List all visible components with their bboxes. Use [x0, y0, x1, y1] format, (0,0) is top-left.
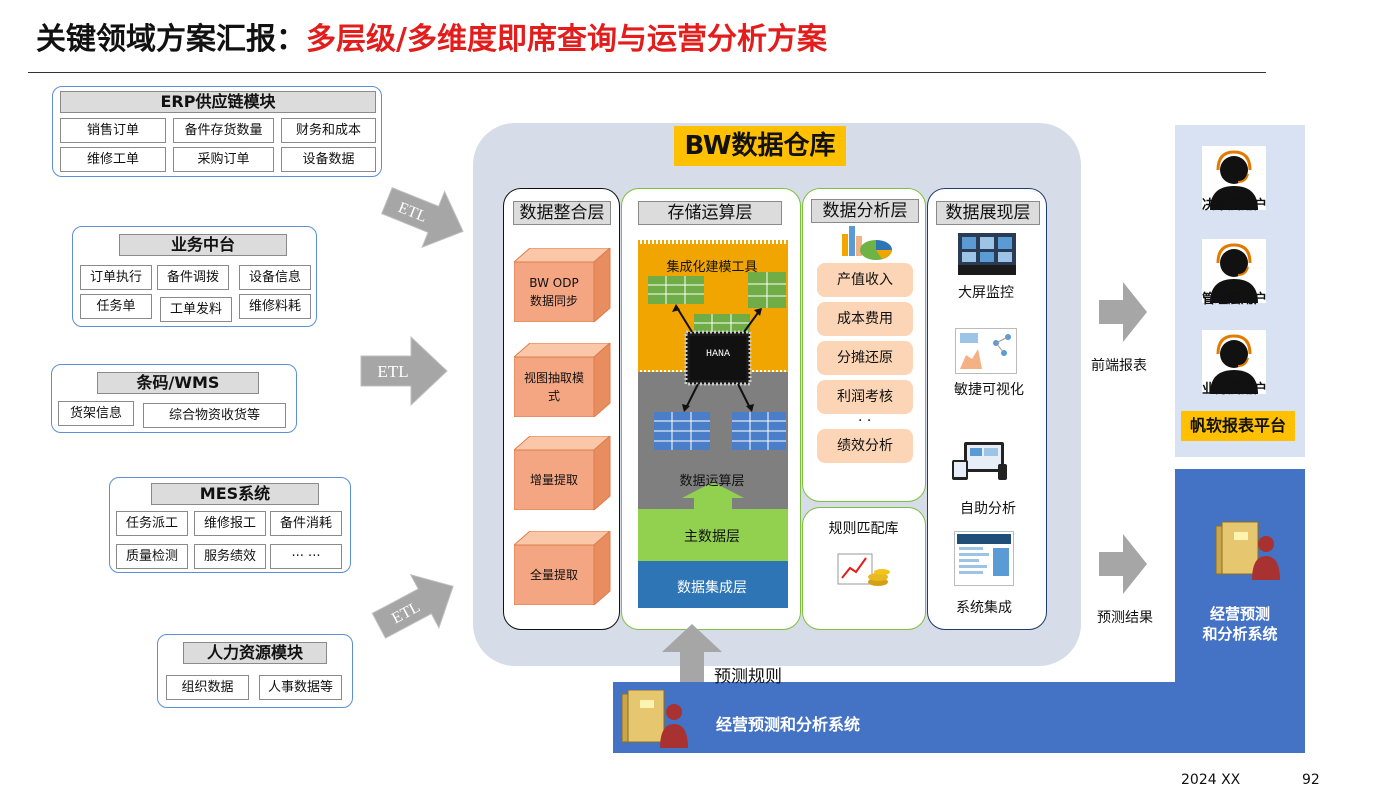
- forecast-result-arrow: [1099, 534, 1147, 594]
- title-main: 多层级/多维度即席查询与运营分析方案: [306, 22, 827, 57]
- integration-layer-title: 数据整合层: [513, 201, 611, 225]
- display-item: 系统集成: [956, 600, 1012, 616]
- cube-full-extract: 全量提取: [514, 531, 612, 605]
- erp-cell: 设备数据: [281, 147, 376, 172]
- mes-cell: 备件消耗: [270, 511, 342, 536]
- user-headset-icon: [1202, 239, 1266, 303]
- mes-module-title: MES系统: [151, 483, 319, 505]
- footer-date: 2024 XX: [1181, 772, 1241, 788]
- master-data-layer-label: 主数据层: [684, 529, 740, 545]
- etl-label: ETL: [377, 362, 408, 381]
- middle-platform-cell: 订单执行: [80, 265, 152, 290]
- hr-module-title: 人力资源模块: [183, 642, 327, 664]
- storage-compute-graphic: 集成化建模工具 HANA 数据运算层 主数据层 数据集成层: [636, 238, 788, 608]
- cube-odp-sync: BW ODP 数据同步: [514, 248, 612, 322]
- cube-incremental-extract: 增量提取: [514, 436, 612, 510]
- analysis-item: 绩效分析: [817, 429, 913, 463]
- hr-module: 人力资源模块 组织数据 人事数据等: [157, 634, 353, 708]
- analysis-ellipsis: · ·: [858, 413, 872, 429]
- agile-visualization-icon: [955, 328, 1017, 374]
- modeling-tool-label: 集成化建模工具: [666, 260, 758, 275]
- storage-compute-title: 存储运算层: [638, 201, 782, 225]
- user-headset-icon: [1202, 330, 1266, 394]
- big-screen-monitor-icon: [958, 233, 1016, 275]
- cube-view-extract: 视图抽取模 式: [514, 343, 612, 417]
- wms-cell: 综合物资收货等: [143, 403, 286, 428]
- mes-module: MES系统 任务派工 维修报工 备件消耗 质量检测 服务绩效 ··· ···: [109, 477, 351, 573]
- etl-arrow-2: ETL: [359, 335, 449, 407]
- erp-cell: 采购订单: [173, 147, 274, 172]
- middle-platform-module: 业务中台 订单执行 备件调拨 设备信息 任务单 工单发料 维修料耗: [72, 226, 317, 327]
- user-role-label: 决策层用户: [1202, 198, 1268, 213]
- cube-label: 增量提取: [529, 473, 578, 487]
- wms-module-title: 条码/WMS: [97, 372, 259, 394]
- erp-module-title: ERP供应链模块: [60, 91, 376, 113]
- middle-platform-cell: 维修料耗: [239, 294, 311, 319]
- forecast-rule-label: 预测规则: [714, 667, 782, 687]
- analysis-layer-title: 数据分析层: [811, 199, 919, 223]
- hr-cell: 组织数据: [166, 675, 249, 700]
- display-layer-title: 数据展现层: [936, 201, 1040, 225]
- display-item: 自助分析: [960, 501, 1016, 517]
- erp-module: ERP供应链模块 销售订单 备件存货数量 财务和成本 维修工单 采购订单 设备数…: [52, 86, 382, 177]
- folder-person-icon: [1210, 520, 1286, 582]
- page-number: 92: [1302, 772, 1320, 788]
- title-prefix: 关键领域方案汇报：: [36, 22, 306, 57]
- forecast-result-label: 预测结果: [1097, 610, 1153, 626]
- analysis-item: 利润考核: [817, 380, 913, 414]
- hana-chip-label: HANA: [705, 349, 730, 360]
- mes-cell: 维修报工: [194, 511, 266, 536]
- erp-cell: 财务和成本: [281, 118, 376, 143]
- analysis-item: 成本费用: [817, 302, 913, 336]
- wms-module: 条码/WMS 货架信息 综合物资收货等: [51, 364, 297, 433]
- front-report-arrow: [1099, 282, 1147, 342]
- front-report-label: 前端报表: [1091, 358, 1147, 374]
- display-item: 大屏监控: [958, 285, 1014, 301]
- title-divider: [28, 72, 1266, 73]
- folder-person-icon: [618, 689, 694, 748]
- etl-arrow-3: ETL: [368, 570, 464, 642]
- rule-library-label: 规则匹配库: [828, 521, 899, 537]
- user-role-label: 管理层用户: [1202, 292, 1268, 307]
- fanruan-report-platform: 帆软报表平台: [1181, 411, 1295, 441]
- forecast-system-bottom-block: [613, 682, 1233, 753]
- hr-cell: 人事数据等: [259, 675, 342, 700]
- display-item: 敏捷可视化: [954, 382, 1024, 398]
- user-headset-icon: [1202, 146, 1266, 210]
- mes-cell: ··· ···: [270, 544, 342, 569]
- rule-chart-coins-icon: [836, 550, 892, 590]
- compute-layer-label: 数据运算层: [679, 474, 745, 489]
- erp-cell: 销售订单: [60, 118, 166, 143]
- analysis-item: 分摊还原: [817, 341, 913, 375]
- data-integration-layer-label: 数据集成层: [677, 580, 747, 596]
- system-integration-icon: [954, 531, 1014, 586]
- page-title: 关键领域方案汇报：多层级/多维度即席查询与运营分析方案: [36, 14, 827, 58]
- forecast-rule-arrow: [662, 624, 722, 682]
- middle-platform-cell: 备件调拨: [157, 265, 229, 290]
- erp-cell: 维修工单: [60, 147, 166, 172]
- etl-arrow-1: ETL: [378, 180, 472, 252]
- mes-cell: 任务派工: [116, 511, 188, 536]
- self-service-devices-icon: [950, 440, 1008, 482]
- middle-platform-title: 业务中台: [119, 234, 287, 256]
- cube-label: 全量提取: [529, 568, 578, 582]
- middle-platform-cell: 设备信息: [239, 265, 311, 290]
- chart-pie-icon: [838, 222, 894, 266]
- forecast-system-right-label: 经营预测 和分析系统: [1202, 605, 1278, 643]
- erp-cell: 备件存货数量: [173, 118, 274, 143]
- middle-platform-cell: 任务单: [80, 294, 152, 319]
- mes-cell: 服务绩效: [194, 544, 266, 569]
- wms-cell: 货架信息: [58, 401, 134, 426]
- bw-warehouse-title: BW数据仓库: [674, 126, 846, 166]
- user-role-label: 业务层用户: [1202, 382, 1268, 397]
- mes-cell: 质量检测: [116, 544, 188, 569]
- middle-platform-cell: 工单发料: [160, 297, 232, 322]
- cube-label: BW ODP 数据同步: [529, 276, 579, 308]
- cube-label: 视图抽取模 式: [523, 371, 584, 403]
- forecast-system-bottom-label: 经营预测和分析系统: [716, 715, 861, 734]
- analysis-item: 产值收入: [817, 263, 913, 297]
